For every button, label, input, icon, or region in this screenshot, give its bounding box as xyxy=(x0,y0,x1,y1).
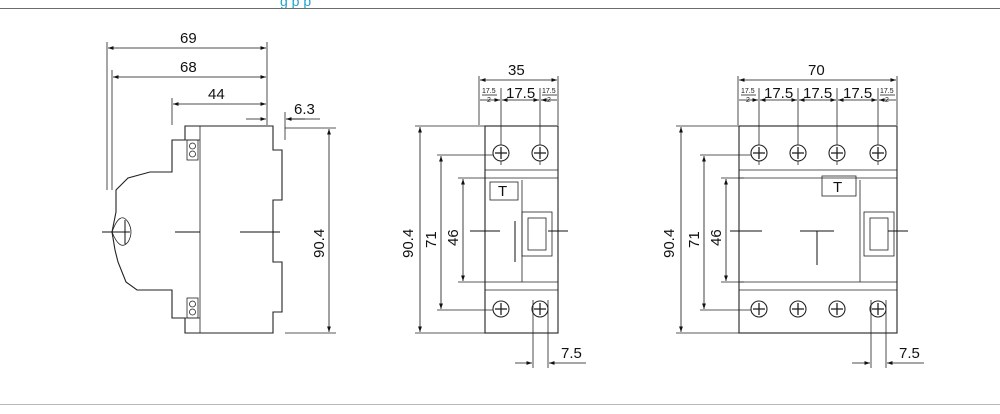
four-pole-screw-bottom-1 xyxy=(750,300,768,318)
dim-label-4p-half-left-top: 17.5 xyxy=(741,88,755,95)
two-pole-screw-top-1 xyxy=(492,144,510,162)
four-pole-test-button-frame xyxy=(821,175,857,197)
dim-label-2p-46: 46 xyxy=(445,229,462,246)
dim-label-4p-17-5-b: 17.5 xyxy=(803,85,832,102)
dim-label-4p-half-left-bottom: 2 xyxy=(746,97,750,104)
four-pole-handle-frame xyxy=(863,211,895,257)
side-screw-top-b xyxy=(189,150,196,158)
dim-label-2p-half-right-top: 17.5 xyxy=(542,88,556,95)
dim-label-4p-half-right-bottom: 2 xyxy=(885,97,889,104)
side-view: 69 68 44 6.3 90.4 xyxy=(102,30,336,334)
dim-label-44: 44 xyxy=(208,86,225,103)
dim-label-2p-90-4: 90.4 xyxy=(400,229,417,258)
two-pole-screw-bottom-1 xyxy=(492,300,510,318)
dim-label-4p-90-4: 90.4 xyxy=(661,229,678,258)
four-pole-screw-top-2 xyxy=(789,144,807,162)
dim-label-4p-17-5-a: 17.5 xyxy=(764,85,793,102)
four-pole-screw-top-1 xyxy=(750,144,768,162)
dim-label-6-3: 6.3 xyxy=(294,101,315,118)
side-body-outline xyxy=(111,125,283,334)
dim-label-2p-71: 71 xyxy=(423,231,440,248)
two-pole-screw-top-2 xyxy=(531,144,549,162)
two-pole-test-button: T xyxy=(498,183,507,200)
four-pole-test-button: T xyxy=(833,179,842,196)
four-pole-screw-bottom-4 xyxy=(869,300,887,318)
dim-label-4p-half-right-top: 17.5 xyxy=(880,88,894,95)
four-pole-view: 70 17.5 2 17.5 17.5 17.5 17.5 2 90.4 71 … xyxy=(661,62,924,368)
dim-label-2p-half-right-bottom: 2 xyxy=(547,97,551,104)
side-screw-bottom-a xyxy=(189,300,196,308)
dim-label-35: 35 xyxy=(508,62,525,79)
side-screw-top-a xyxy=(189,142,196,150)
dim-label-4p-7-5: 7.5 xyxy=(899,345,920,362)
two-pole-view: 35 17.5 2 17.5 17.5 2 90.4 71 46 T xyxy=(400,62,586,368)
side-terminal-top xyxy=(186,139,199,161)
dim-label-70: 70 xyxy=(808,62,825,79)
side-terminal-bottom xyxy=(186,297,199,319)
four-pole-screw-top-3 xyxy=(828,144,846,162)
dim-label-90-4-side: 90.4 xyxy=(311,229,328,258)
four-pole-screw-bottom-2 xyxy=(789,300,807,318)
dim-label-4p-17-5-c: 17.5 xyxy=(843,85,872,102)
four-pole-handle xyxy=(869,217,889,251)
four-pole-screw-bottom-3 xyxy=(828,300,846,318)
dim-label-69: 69 xyxy=(180,30,197,47)
two-pole-handle xyxy=(527,217,547,251)
header-fragment: g p p xyxy=(280,0,311,9)
dim-label-4p-46: 46 xyxy=(708,229,725,246)
two-pole-screw-bottom-2 xyxy=(531,300,549,318)
two-pole-body xyxy=(484,125,559,334)
dim-label-4p-71: 71 xyxy=(686,231,703,248)
dim-label-68: 68 xyxy=(180,59,197,76)
dim-label-2p-half-left-top: 17.5 xyxy=(482,88,496,95)
dim-label-2p-7-5: 7.5 xyxy=(561,345,582,362)
four-pole-screw-top-4 xyxy=(869,144,887,162)
side-screw-bottom-b xyxy=(189,308,196,316)
side-handle xyxy=(111,217,132,246)
two-pole-handle-frame xyxy=(521,211,553,257)
four-pole-body xyxy=(738,125,898,334)
dim-label-2p-half-left-bottom: 2 xyxy=(487,97,491,104)
two-pole-test-button-frame xyxy=(489,181,519,201)
dim-label-2p-17-5: 17.5 xyxy=(506,85,535,102)
